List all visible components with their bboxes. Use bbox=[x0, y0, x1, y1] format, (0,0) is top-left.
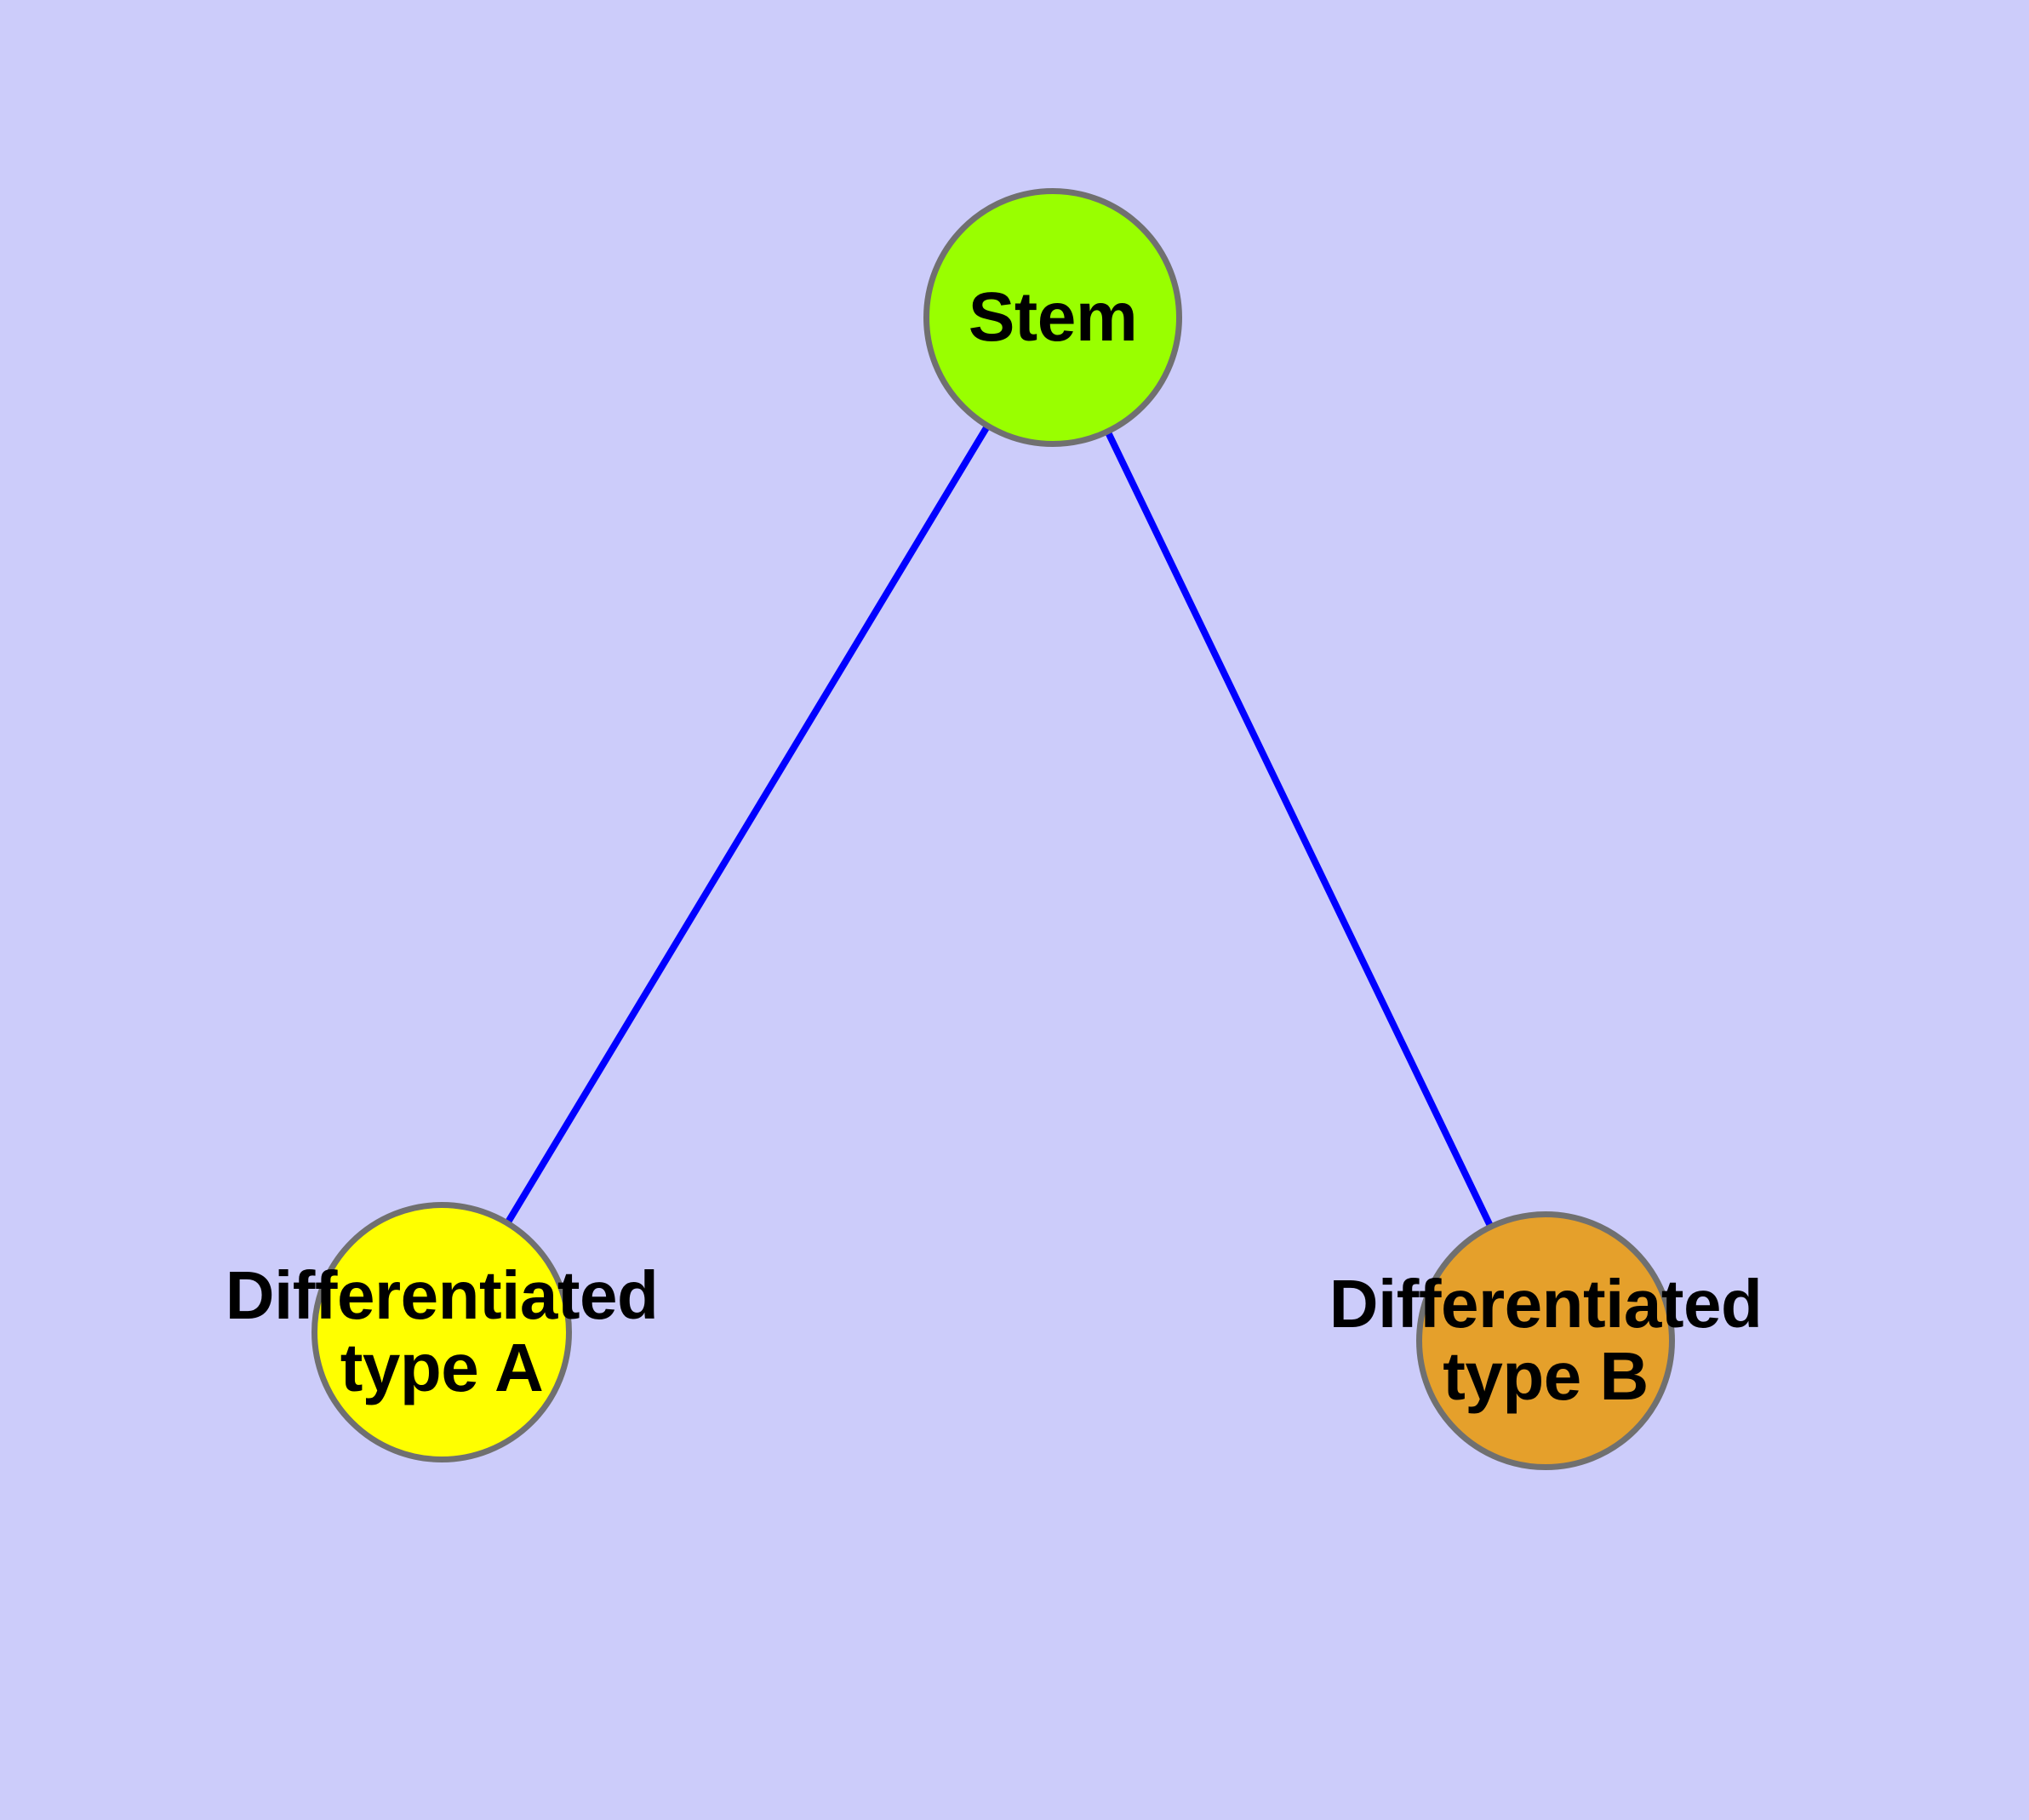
node-circle-differentiated-type-b[interactable] bbox=[1416, 1211, 1675, 1470]
node-circle-stem[interactable] bbox=[923, 188, 1182, 447]
edge-layer bbox=[438, 315, 1549, 1342]
node-layer bbox=[311, 188, 1675, 1470]
edge-stem-to-differentiated-type-b[interactable] bbox=[1049, 316, 1549, 1342]
edge-stem-to-differentiated-type-a[interactable] bbox=[438, 315, 1056, 1335]
node-circle-differentiated-type-a[interactable] bbox=[311, 1202, 572, 1462]
